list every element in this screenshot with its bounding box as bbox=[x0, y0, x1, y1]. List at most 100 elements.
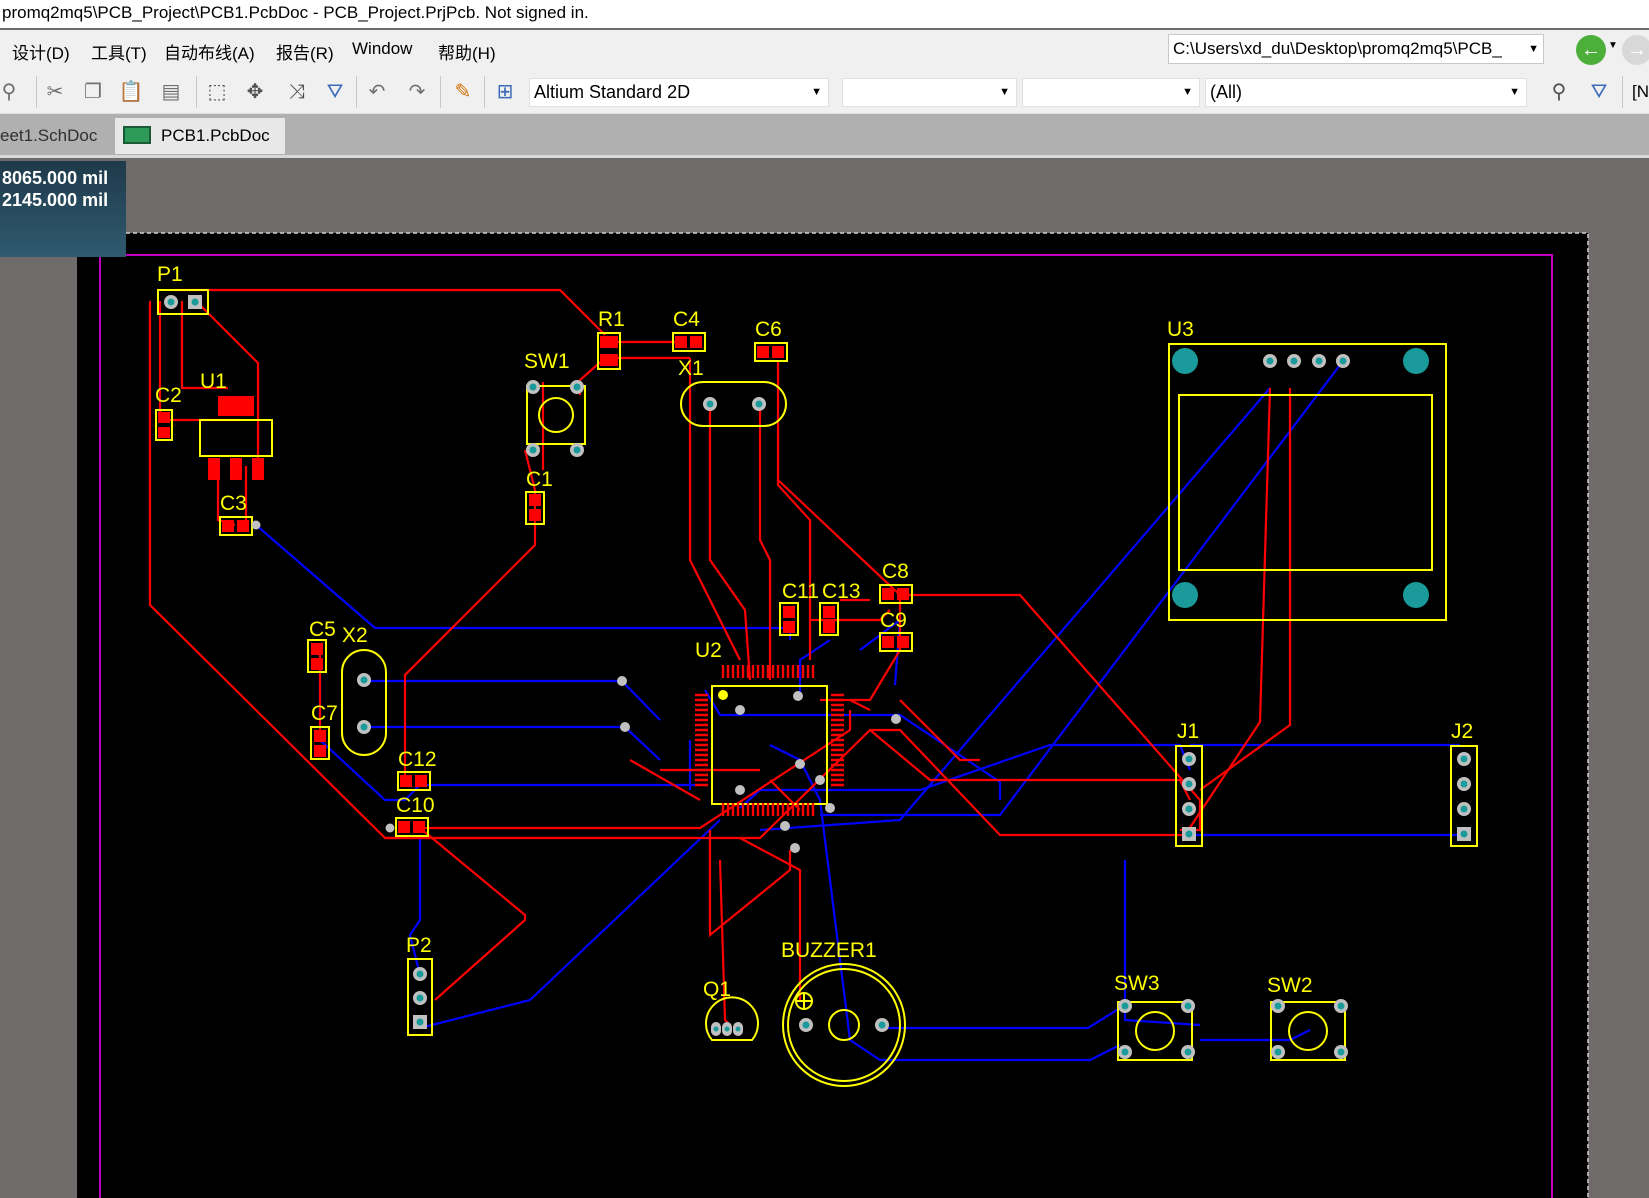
menu-window[interactable]: Window bbox=[352, 39, 413, 58]
label-r1: R1 bbox=[598, 308, 625, 331]
label-c12: C12 bbox=[398, 748, 437, 771]
label-j2: J2 bbox=[1451, 720, 1473, 743]
c6-pad bbox=[772, 346, 784, 358]
x2-hole bbox=[360, 676, 368, 684]
component-c1[interactable] bbox=[525, 491, 545, 525]
chevron-down-icon[interactable]: ▼ bbox=[1509, 86, 1520, 98]
x1-hole bbox=[706, 400, 714, 408]
u2-chip[interactable] bbox=[695, 665, 844, 816]
clear-filter-icon[interactable]: ⛛ bbox=[326, 81, 344, 103]
undo-icon[interactable]: ↶ bbox=[368, 81, 386, 103]
r1-outline bbox=[597, 332, 621, 370]
deselect-icon[interactable]: ⤨ bbox=[289, 81, 305, 103]
label-c5: C5 bbox=[309, 618, 336, 641]
class-select[interactable]: ▼ bbox=[1022, 78, 1200, 107]
c9-pad bbox=[897, 636, 909, 648]
chevron-down-icon[interactable]: ▼ bbox=[811, 86, 822, 98]
redo-icon[interactable]: ↷ bbox=[408, 81, 426, 103]
label-sw2: SW2 bbox=[1267, 974, 1313, 997]
label-c4: C4 bbox=[673, 308, 700, 331]
menu-autoroute[interactable]: 自动布线(A) bbox=[164, 44, 255, 63]
toolbar-separator bbox=[356, 76, 357, 108]
j1-hole bbox=[1185, 780, 1193, 788]
label-buzzer1: BUZZER1 bbox=[781, 939, 877, 962]
move-icon[interactable]: ✥ bbox=[246, 81, 264, 103]
sw2-actuator bbox=[1288, 1011, 1328, 1051]
component-c12[interactable] bbox=[397, 771, 431, 791]
u1-pin-pad bbox=[230, 458, 242, 480]
component-sw1[interactable] bbox=[526, 380, 586, 457]
component-u3[interactable] bbox=[1168, 343, 1447, 621]
p1-hole bbox=[191, 298, 199, 306]
c11-outline bbox=[779, 602, 799, 636]
component-c8[interactable] bbox=[879, 584, 913, 604]
component-c5[interactable] bbox=[307, 639, 327, 673]
component-p2[interactable] bbox=[407, 958, 433, 1036]
component-c4[interactable] bbox=[672, 332, 706, 352]
menu-design[interactable]: 设计(D) bbox=[12, 44, 70, 63]
j1-hole bbox=[1185, 830, 1193, 838]
component-u1[interactable] bbox=[199, 396, 273, 480]
menu-tools[interactable]: 工具(T) bbox=[91, 44, 147, 63]
component-j1[interactable] bbox=[1175, 745, 1203, 847]
label-c7: C7 bbox=[311, 702, 338, 725]
tab-pcb[interactable]: PCB1.PcbDoc bbox=[115, 118, 285, 154]
c8-pad bbox=[897, 588, 909, 600]
c5-outline bbox=[307, 639, 327, 673]
pcb-canvas[interactable]: P1 U1 C2 C3 R1 C4 C6 SW1 X1 C1 U3 C8 C11… bbox=[0, 161, 1649, 1198]
c2-pad bbox=[158, 427, 170, 438]
component-sw2[interactable] bbox=[1270, 999, 1348, 1061]
component-c13[interactable] bbox=[819, 602, 839, 636]
forward-arrow-icon[interactable]: → bbox=[1622, 35, 1649, 65]
c13-outline bbox=[819, 602, 839, 636]
component-c6[interactable] bbox=[754, 342, 788, 362]
component-j2[interactable] bbox=[1450, 745, 1478, 847]
component-r1[interactable] bbox=[597, 332, 621, 370]
pcb-document-icon bbox=[123, 126, 151, 144]
component-c11[interactable] bbox=[779, 602, 799, 636]
c7-outline bbox=[310, 726, 330, 760]
clear-filter-icon[interactable]: ⛛ bbox=[1590, 81, 1608, 103]
inspector-icon[interactable]: ⊞ bbox=[496, 81, 514, 103]
zoom-filter-icon[interactable]: ⚲ bbox=[1551, 81, 1567, 103]
component-p1[interactable] bbox=[157, 289, 209, 315]
view-config-select[interactable]: Altium Standard 2D ▼ bbox=[529, 78, 829, 107]
view-config-value: Altium Standard 2D bbox=[534, 82, 691, 102]
menu-help[interactable]: 帮助(H) bbox=[438, 44, 496, 63]
rubber-stamp-icon[interactable]: ▤ bbox=[161, 81, 181, 103]
component-q1[interactable] bbox=[705, 996, 759, 1041]
menu-reports[interactable]: 报告(R) bbox=[276, 44, 334, 63]
copy-icon[interactable]: ❐ bbox=[84, 81, 102, 103]
component-x1[interactable] bbox=[680, 381, 787, 427]
chevron-down-icon[interactable]: ▼ bbox=[1608, 40, 1618, 51]
component-c2[interactable] bbox=[155, 409, 173, 441]
component-c7[interactable] bbox=[310, 726, 330, 760]
p2-hole bbox=[416, 1018, 424, 1026]
component-sw3[interactable] bbox=[1117, 999, 1195, 1061]
component-buzzer1[interactable] bbox=[782, 963, 906, 1087]
chevron-down-icon[interactable]: ▼ bbox=[1528, 43, 1539, 55]
marker-icon[interactable]: ✎ bbox=[454, 81, 472, 103]
back-arrow-icon[interactable]: ← bbox=[1576, 35, 1606, 65]
c5-pad bbox=[311, 658, 323, 670]
p1-hole bbox=[167, 298, 175, 306]
sw3-hole bbox=[1121, 1002, 1129, 1010]
layer-set-select[interactable]: ▼ bbox=[842, 78, 1017, 107]
j2-hole bbox=[1460, 780, 1468, 788]
sw3-hole bbox=[1184, 1002, 1192, 1010]
zoom-icon[interactable]: ⚲ bbox=[1, 81, 17, 103]
chevron-down-icon[interactable]: ▼ bbox=[1182, 86, 1193, 98]
select-area-icon[interactable]: ⬚ bbox=[207, 81, 227, 103]
cut-icon[interactable]: ✂ bbox=[46, 81, 64, 103]
paste-icon[interactable]: 📋 bbox=[118, 81, 144, 103]
u1-pin-pad bbox=[252, 458, 264, 480]
component-c3[interactable] bbox=[219, 516, 261, 536]
component-x2[interactable] bbox=[341, 649, 387, 756]
x2-outline bbox=[341, 649, 387, 756]
filter-select[interactable]: (All) ▼ bbox=[1205, 78, 1527, 107]
tab-schematic[interactable]: eet1.SchDoc bbox=[0, 118, 105, 154]
path-combo[interactable]: C:\Users\xd_du\Desktop\promq2mq5\PCB_ ▼ bbox=[1168, 34, 1544, 64]
chevron-down-icon[interactable]: ▼ bbox=[999, 86, 1010, 98]
component-c9[interactable] bbox=[879, 632, 913, 652]
component-c10[interactable] bbox=[385, 817, 429, 837]
